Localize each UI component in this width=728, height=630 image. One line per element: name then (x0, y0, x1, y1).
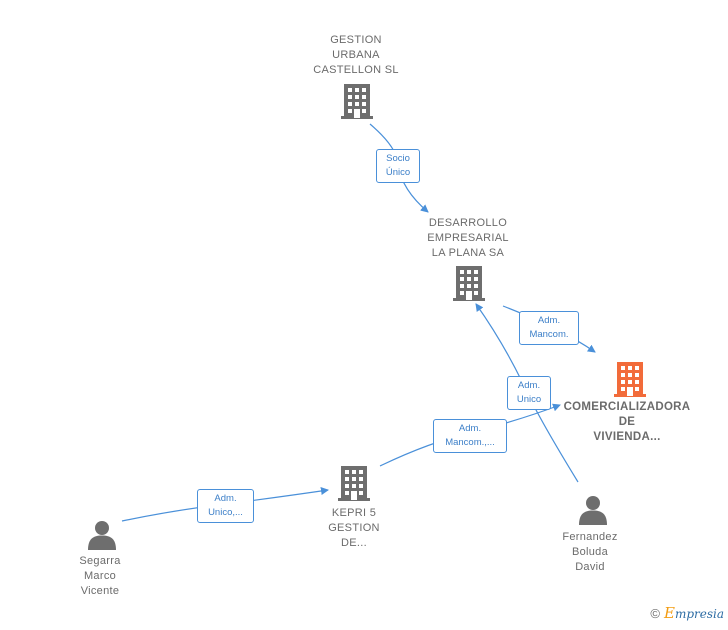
edge-label-adm-unico[interactable]: Adm. Unico (507, 376, 551, 410)
edge-label-socio-unico[interactable]: Socio Único (376, 149, 420, 183)
node-label-fernandez[interactable]: Fernandez Boluda David (562, 531, 618, 573)
edge-label-adm-mancom-etc[interactable]: Adm. Mancom.,... (433, 419, 507, 453)
building-icon[interactable] (453, 266, 485, 301)
brand-initial: E (663, 604, 675, 622)
node-label-gestion[interactable]: GESTION URBANA CASTELLON SL (313, 34, 399, 76)
node-label-segarra[interactable]: Segarra Marco Vicente (79, 555, 121, 597)
building-icon[interactable] (341, 84, 373, 119)
node-label-desarrollo[interactable]: DESARROLLO EMPRESARIAL LA PLANA SA (427, 217, 509, 259)
node-label-kepri[interactable]: KEPRI 5 GESTION DE... (328, 507, 380, 549)
edge-label-adm-unico-etc[interactable]: Adm. Unico,... (197, 489, 254, 523)
empresia-logo[interactable]: © Empresia (650, 604, 724, 622)
brand-name: mpresia (674, 607, 724, 621)
building-icon[interactable] (338, 466, 370, 501)
node-label-comercializadora[interactable]: COMERCIALIZADORA DE VIVIENDA... (563, 401, 691, 443)
person-icon[interactable] (579, 496, 607, 525)
person-icon[interactable] (88, 521, 116, 550)
building-icon[interactable] (614, 362, 646, 397)
edge-label-adm-mancom[interactable]: Adm. Mancom. (519, 311, 579, 345)
copyright-symbol: © (650, 605, 660, 621)
